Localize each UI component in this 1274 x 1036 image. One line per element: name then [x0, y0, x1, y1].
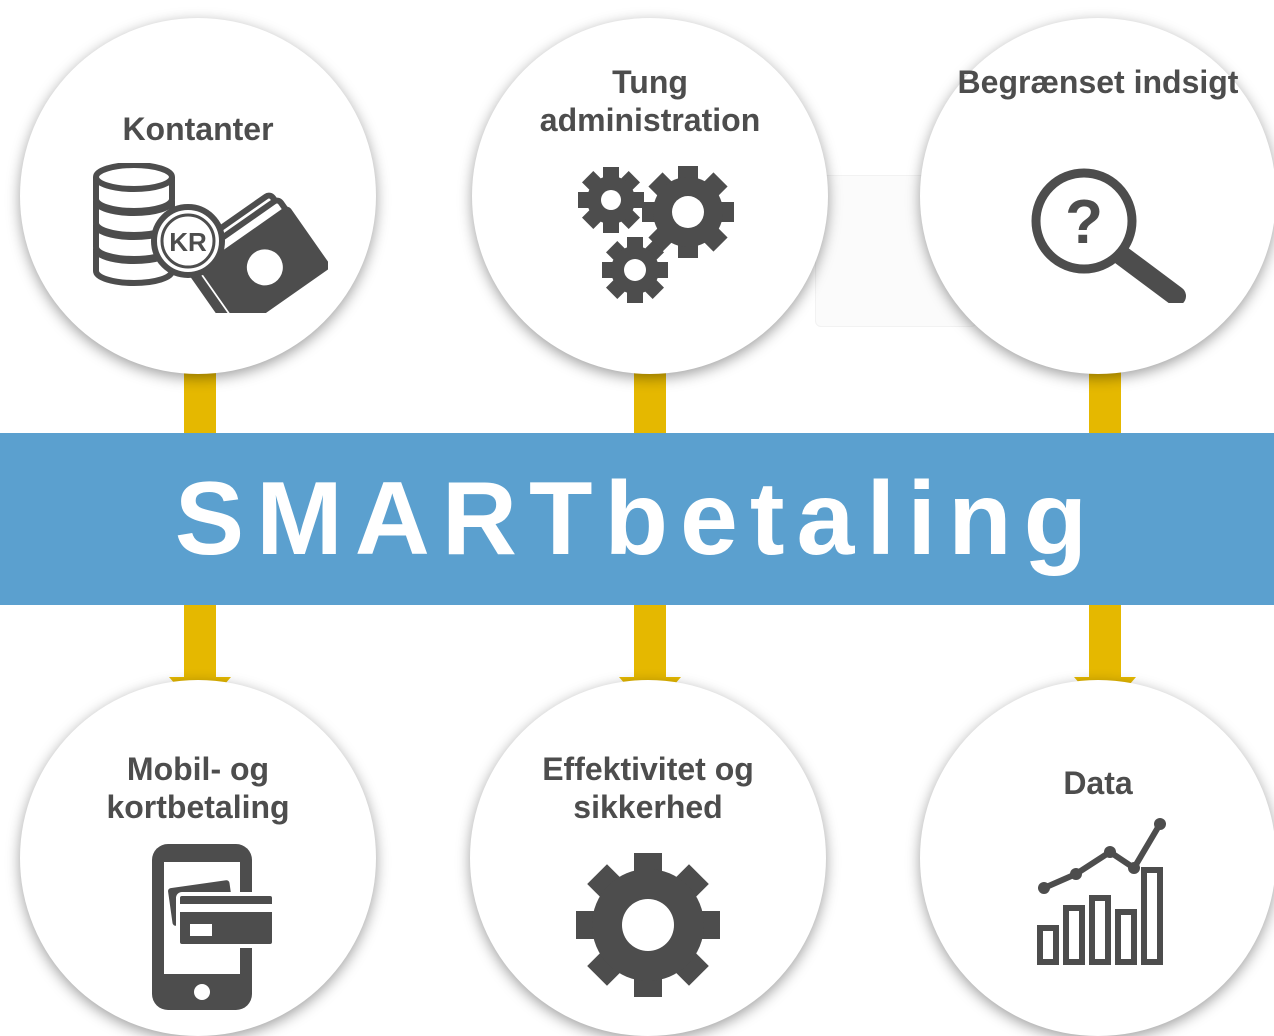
mobile-card-icon [152, 844, 276, 1010]
circle-label: Effektivitet og sikkerhed [542, 751, 754, 825]
circle-effektivitet-og-sikkerhed: Effektivitet og sikkerhed [470, 680, 826, 1036]
gears-icon [578, 166, 734, 303]
cash-icon: KR [93, 163, 328, 313]
bar-chart-icon [1037, 818, 1166, 965]
magnifier-question-icon: ? [1031, 168, 1186, 303]
circle-label: Mobil- og kortbetaling [106, 751, 290, 825]
banner: SMARTbetaling [0, 433, 1274, 605]
connector-bottom-right [1089, 600, 1121, 680]
circle-label: Kontanter [122, 111, 274, 147]
circle-begraenset-indsigt: Begrænset indsigt ? [920, 18, 1274, 374]
circle-label: Data [1063, 765, 1133, 801]
svg-text:?: ? [1065, 188, 1103, 257]
circle-mobil-og-kortbetaling: Mobil- og kortbetaling [20, 680, 376, 1036]
connector-bottom-middle [634, 600, 666, 680]
circle-data: Data [920, 680, 1274, 1036]
banner-title: SMARTbetaling [174, 460, 1100, 577]
svg-text:KR: KR [169, 227, 207, 257]
circle-tung-administration: Tung administration [472, 18, 828, 374]
gear-icon [576, 853, 720, 997]
circle-kontanter: Kontanter KR [20, 18, 376, 374]
circle-label: Begrænset indsigt [957, 64, 1239, 100]
connector-bottom-left [184, 600, 216, 680]
circle-label: Tung administration [539, 64, 761, 138]
